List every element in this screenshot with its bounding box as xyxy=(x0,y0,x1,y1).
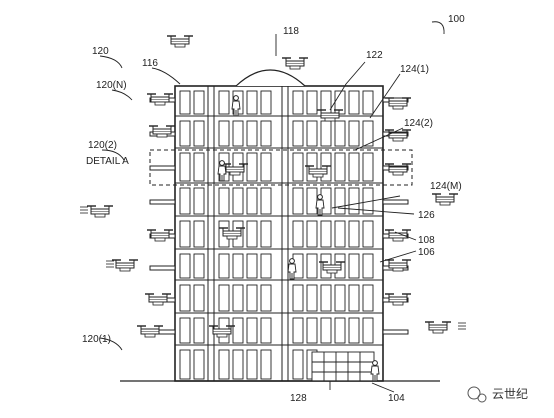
building xyxy=(120,69,440,382)
drone-icon xyxy=(384,293,412,306)
label-120: 120 xyxy=(92,46,109,57)
drone-icon xyxy=(424,321,452,334)
label-124-m: 124(M) xyxy=(430,181,462,192)
drone-icon xyxy=(86,205,114,218)
watermark: 云世纪 xyxy=(467,386,528,403)
watermark-logo-icon xyxy=(467,386,481,400)
label-detail-a: DETAIL A xyxy=(86,156,129,167)
reference-labels: 100 118 120 116 122 120(N) 124(1) 124(2)… xyxy=(82,14,465,404)
watermark-text: 云世纪 xyxy=(492,387,528,401)
label-116: 116 xyxy=(142,58,158,69)
leader-lines xyxy=(99,21,445,393)
drone-icon xyxy=(281,57,309,70)
drones xyxy=(80,35,466,338)
label-104: 104 xyxy=(388,393,405,404)
drone-icon xyxy=(111,259,139,272)
drone-icon xyxy=(146,229,174,242)
label-118: 118 xyxy=(283,26,299,37)
drone-icon xyxy=(384,229,412,242)
drone-icon xyxy=(144,293,172,306)
label-124-2: 124(2) xyxy=(404,118,433,129)
label-120-1: 120(1) xyxy=(82,334,111,345)
label-100: 100 xyxy=(448,14,465,25)
drone-icon xyxy=(136,325,164,338)
label-128: 128 xyxy=(290,393,307,404)
label-124-1: 124(1) xyxy=(400,64,429,75)
label-108: 108 xyxy=(418,235,435,246)
drone-icon xyxy=(166,35,194,48)
label-126: 126 xyxy=(418,210,435,221)
drone-icon xyxy=(146,93,174,106)
label-122: 122 xyxy=(366,50,383,61)
label-106: 106 xyxy=(418,247,435,258)
detail-a-box xyxy=(149,149,413,186)
label-120-2: 120(2) xyxy=(88,140,117,151)
label-120n: 120(N) xyxy=(96,80,127,91)
drone-icon xyxy=(431,193,459,206)
